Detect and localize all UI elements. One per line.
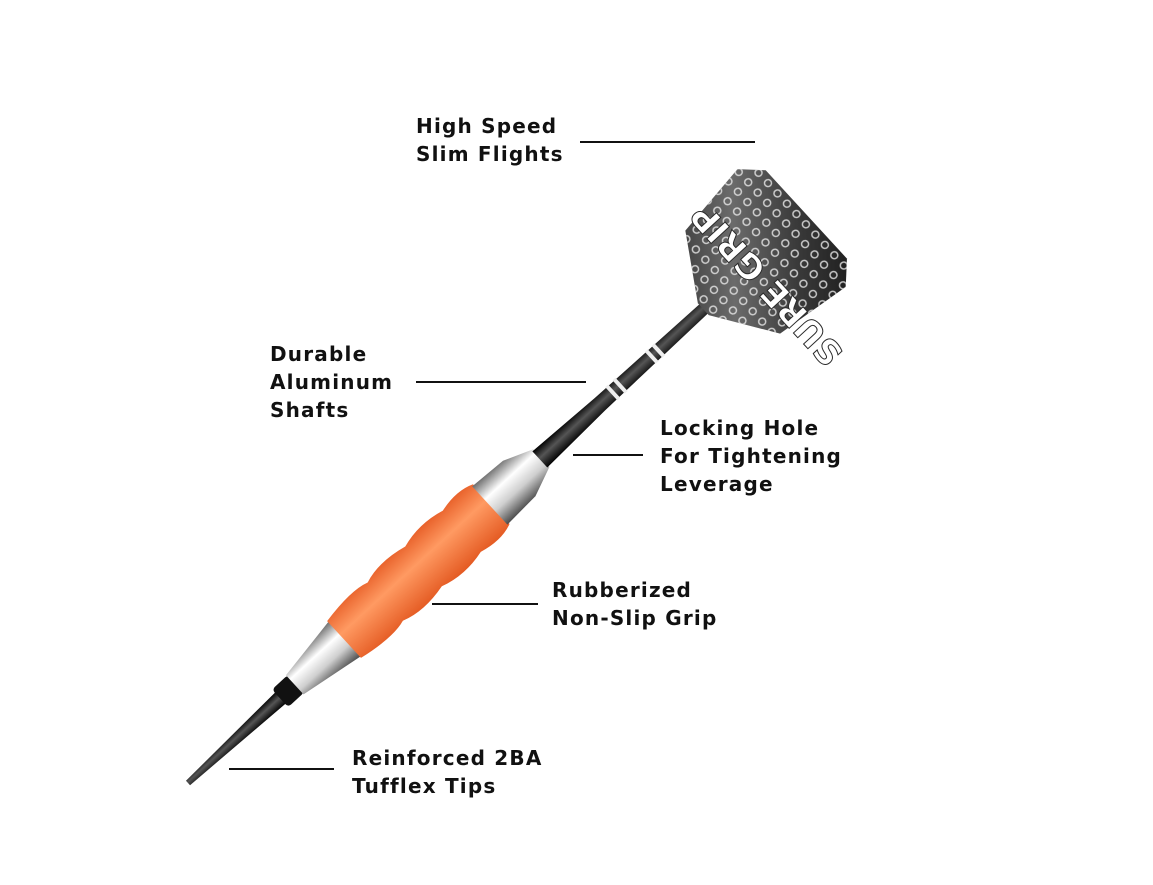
callout-line: Leverage xyxy=(660,472,774,496)
callout-line: High Speed xyxy=(416,114,558,138)
callout-line: Reinforced 2BA xyxy=(352,746,543,770)
callout-line: Aluminum xyxy=(270,370,394,394)
callout-tips: Reinforced 2BA Tufflex Tips xyxy=(352,744,543,800)
callout-grip: Rubberized Non-Slip Grip xyxy=(552,576,717,632)
shaft-ring xyxy=(651,343,666,358)
callout-line: Locking Hole xyxy=(660,416,820,440)
callout-line: Non-Slip Grip xyxy=(552,606,718,630)
aluminum-shaft xyxy=(532,291,723,468)
leader-line-locking-hole xyxy=(573,454,643,456)
callout-line: Tufflex Tips xyxy=(352,774,497,798)
rear-barrel xyxy=(472,449,550,525)
leader-line-grip xyxy=(432,603,538,605)
dart-tip xyxy=(185,685,293,786)
leader-line-flights xyxy=(580,141,755,143)
leader-line-tips xyxy=(229,768,334,770)
callout-locking-hole: Locking Hole For Tightening Leverage xyxy=(660,414,842,498)
rubber-grip xyxy=(327,484,510,658)
callout-line: Slim Flights xyxy=(416,142,564,166)
callout-line: Shafts xyxy=(270,398,350,422)
callout-line: Durable xyxy=(270,342,368,366)
leader-line-shafts xyxy=(416,381,586,383)
slim-flight: SURE GRIP xyxy=(683,169,852,374)
callout-flights: High Speed Slim Flights xyxy=(416,112,564,168)
callout-line: For Tightening xyxy=(660,444,843,468)
shaft-ring xyxy=(605,384,621,401)
callout-shafts: Durable Aluminum Shafts xyxy=(270,340,393,424)
shaft-ring xyxy=(644,349,659,364)
callout-line: Rubberized xyxy=(552,578,693,602)
shaft-ring xyxy=(612,377,628,394)
